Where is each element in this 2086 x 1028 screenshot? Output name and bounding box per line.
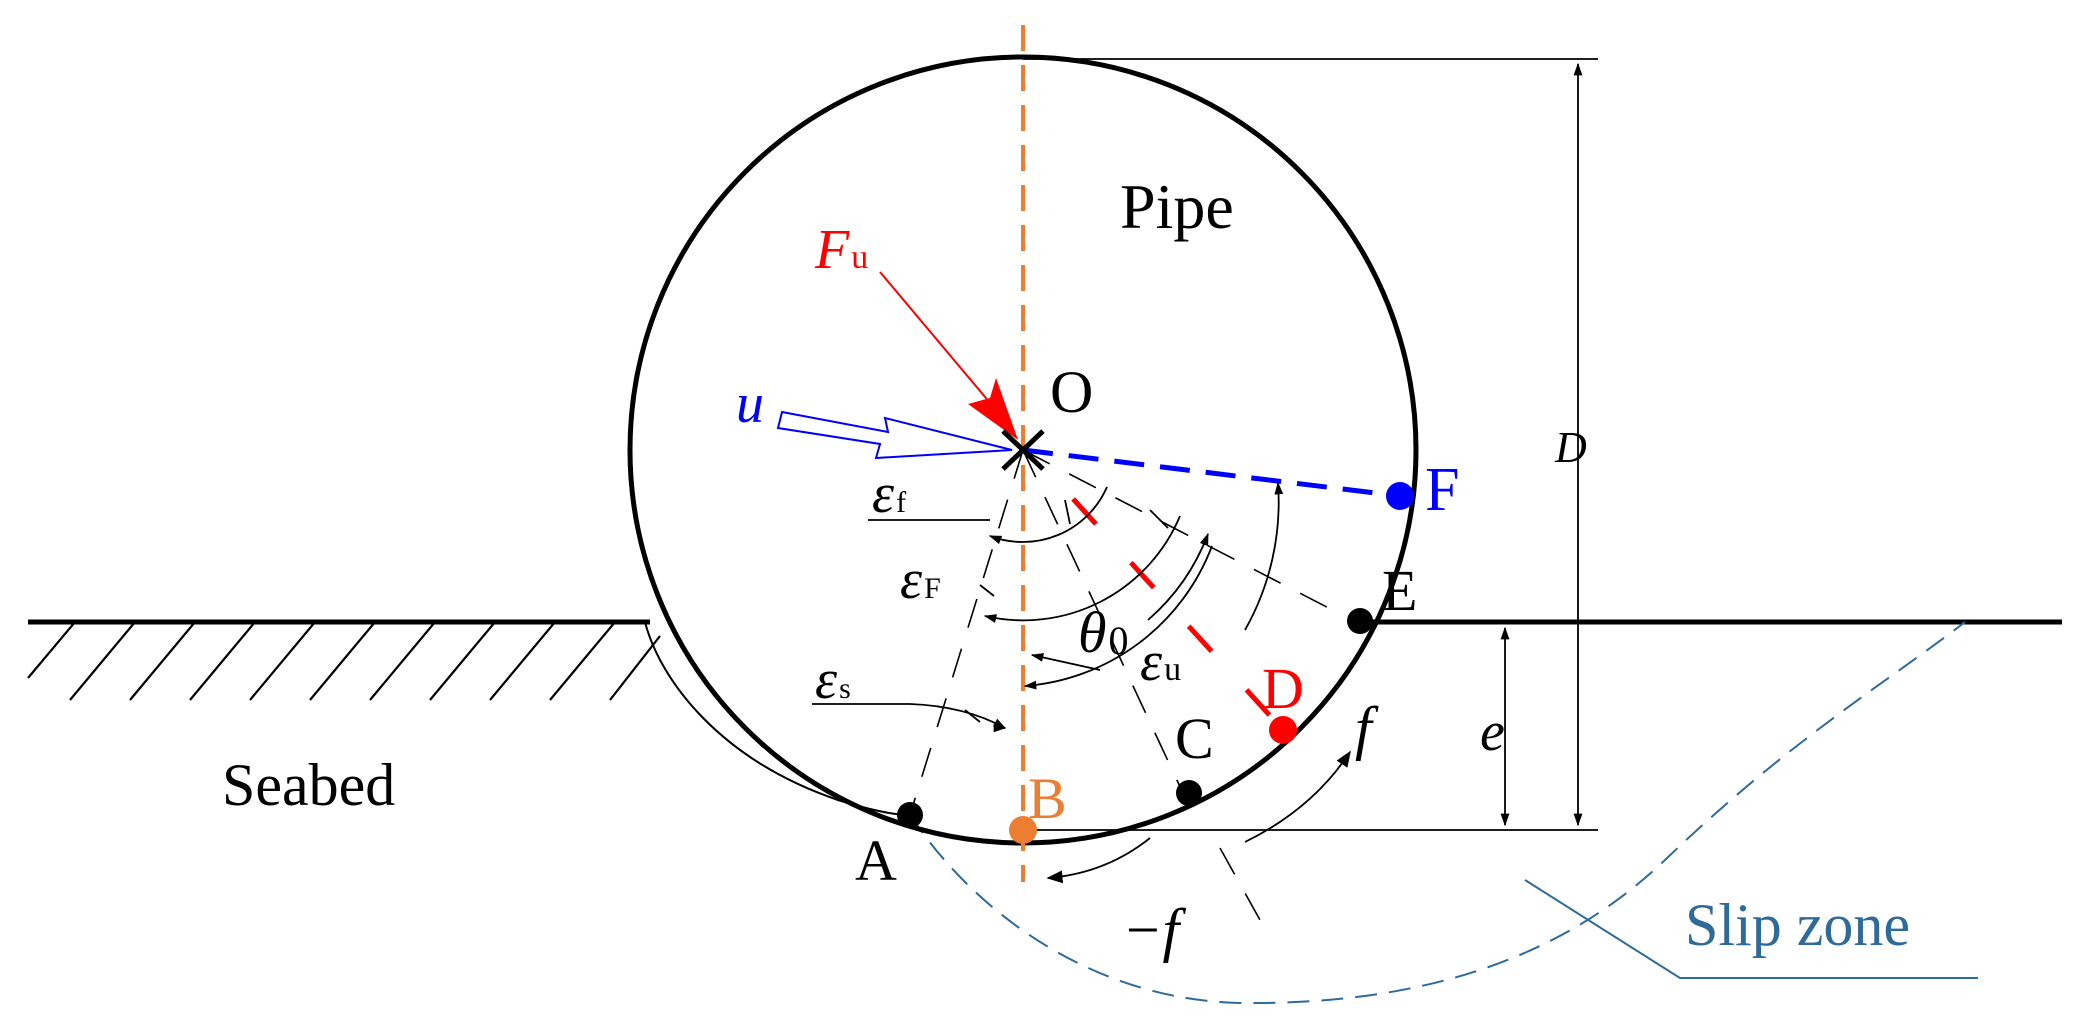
friction-neg-arrow xyxy=(1046,837,1151,884)
tick-2 xyxy=(1149,509,1169,529)
friction-arrows xyxy=(1046,750,1351,884)
point-A-marker xyxy=(897,802,923,828)
theta0-label: θ0 xyxy=(1078,600,1129,665)
arc-to-F xyxy=(1244,481,1284,631)
tick-3 xyxy=(979,584,995,597)
friction-neg-label: −f xyxy=(1122,897,1186,963)
slip-zone-label: Slip zone xyxy=(1685,892,1910,958)
seabed-label: Seabed xyxy=(222,752,395,818)
embedment-label: e xyxy=(1480,701,1505,763)
radius-OF xyxy=(1022,447,1401,499)
displacement-arrow xyxy=(776,410,1013,460)
force-label: Fu xyxy=(814,219,868,281)
point-C-marker xyxy=(1176,780,1202,806)
friction-pos-label: f xyxy=(1355,695,1379,761)
point-D-marker xyxy=(1269,716,1297,744)
point-F-label: F xyxy=(1425,456,1459,524)
slip-zone-leader xyxy=(1524,879,1978,979)
point-A-label: A xyxy=(855,828,897,893)
diameter-dimension xyxy=(1023,58,1598,831)
point-F-marker xyxy=(1386,482,1414,510)
arc-to-D xyxy=(1147,532,1209,621)
radial-guide-lines xyxy=(909,449,1347,921)
force-arrow xyxy=(879,271,1018,440)
contact-points xyxy=(897,482,1414,844)
friction-pos-arrow xyxy=(1244,750,1351,843)
diameter-label: D xyxy=(1554,423,1587,472)
point-C-label: C xyxy=(1175,706,1214,771)
seabed-hatching xyxy=(27,622,661,701)
point-B-label: B xyxy=(1028,766,1067,831)
eps-u-label: εu xyxy=(1140,631,1181,693)
soil-berm-curve xyxy=(644,621,911,816)
point-D-label: D xyxy=(1262,656,1304,721)
displacement-label: u xyxy=(736,373,764,435)
radius-OD xyxy=(1063,488,1285,732)
angle-arcs xyxy=(964,481,1284,733)
slip-zone-curve xyxy=(909,621,1966,1005)
point-B-marker xyxy=(1009,816,1037,844)
tick-1 xyxy=(1064,499,1071,525)
point-E-marker xyxy=(1347,608,1373,634)
epsilon-leaders xyxy=(812,519,1007,729)
point-E-label: E xyxy=(1382,558,1417,623)
eps-f-label: εf xyxy=(872,463,906,525)
center-label: O xyxy=(1050,359,1093,425)
pipe-label: Pipe xyxy=(1120,171,1234,242)
eps-s-label: εs xyxy=(815,649,851,711)
arc-eps-F xyxy=(983,515,1181,623)
arc-eps-u xyxy=(1023,545,1213,690)
arc-theta0 xyxy=(1030,653,1101,671)
arc-eps-f xyxy=(988,486,1108,545)
center-mark xyxy=(1001,429,1045,471)
eps-F-label: εF xyxy=(900,549,941,611)
